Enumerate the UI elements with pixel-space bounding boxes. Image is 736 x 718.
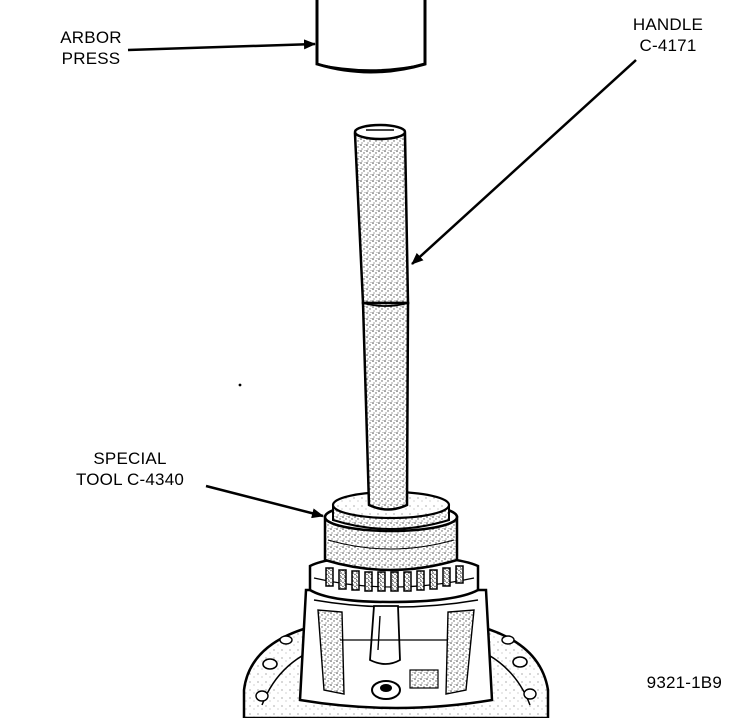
- speck: [238, 383, 242, 387]
- arbor-press-leader: [127, 39, 316, 52]
- handle-c4171: [353, 123, 410, 511]
- figure-id: 9321-1B9: [646, 673, 722, 692]
- leader-lines: [127, 39, 637, 519]
- bolt-hole: [279, 635, 293, 645]
- bearing-roller: [429, 569, 438, 590]
- special-tool-leader: [205, 484, 324, 519]
- bearing-roller: [364, 571, 373, 592]
- bearing-roller: [351, 570, 360, 591]
- arbor-press-label-line1: ARBOR: [60, 28, 122, 47]
- arbor-press-label: ARBOR PRESS: [50, 27, 132, 69]
- bolt-hole: [512, 656, 528, 668]
- bolt-hole: [501, 635, 515, 645]
- bearing-roller: [416, 570, 425, 591]
- special-tool-label-line1: SPECIAL: [93, 449, 167, 468]
- bearing-cage: [308, 554, 480, 604]
- handle-label-line2: C-4171: [639, 36, 697, 55]
- differential-housing: [242, 588, 550, 718]
- bearing-roller: [442, 567, 451, 587]
- bearing-roller: [403, 571, 412, 592]
- bearing-roller: [325, 567, 334, 587]
- bolt-hole: [262, 658, 278, 670]
- bearing-roller: [390, 571, 399, 592]
- arbor-press-ram: [315, 0, 427, 74]
- special-tool-label: SPECIAL TOOL C-4340: [60, 448, 200, 490]
- arbor-press-label-line2: PRESS: [61, 49, 121, 68]
- handle-leader: [411, 59, 637, 265]
- bearing-roller: [455, 565, 464, 584]
- bearing-roller: [377, 571, 386, 592]
- special-tool-label-line2: TOOL C-4340: [75, 470, 185, 489]
- bolt-hole: [523, 688, 537, 700]
- handle-label-line1: HANDLE: [632, 15, 704, 34]
- bolt-hole: [255, 690, 269, 702]
- handle-label: HANDLE C-4171: [620, 14, 716, 56]
- bearing-roller: [338, 569, 347, 590]
